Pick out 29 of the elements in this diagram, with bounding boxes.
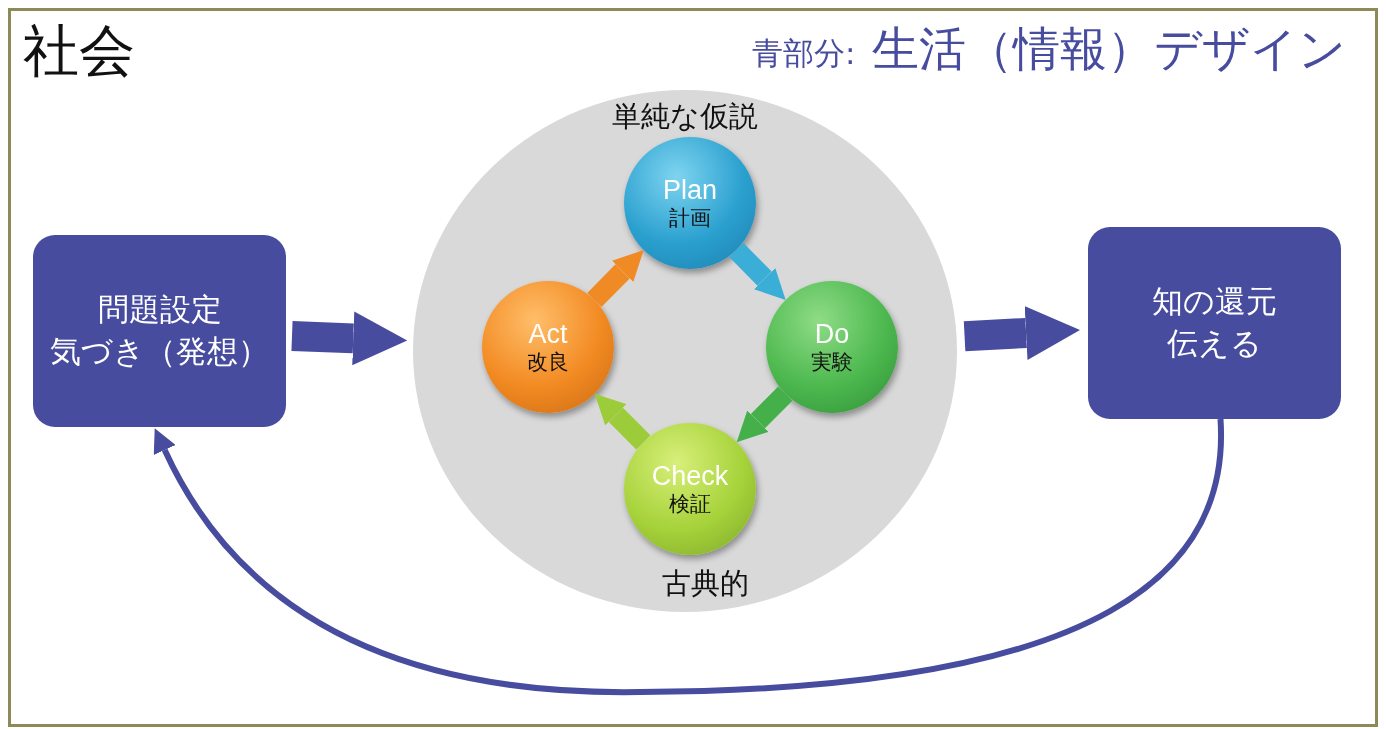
- cycle-step-circle: [766, 281, 898, 413]
- heading-text: 生活（情報）デザイン: [872, 22, 1346, 77]
- block-arrow: [291, 311, 408, 366]
- circle-caption: 単純な仮説: [612, 98, 758, 135]
- step-name: Check: [651, 460, 729, 492]
- outer-frame: [8, 8, 1378, 727]
- step-name: Act: [528, 318, 568, 350]
- box-text: 気づき（発想）: [50, 332, 269, 371]
- circle-caption: 古典的: [661, 565, 749, 602]
- process-box: [1088, 227, 1341, 419]
- heading-text: 青部分:: [752, 36, 856, 72]
- block-arrow: [594, 393, 651, 450]
- block-arrow: [587, 250, 644, 308]
- step-name: Plan: [662, 174, 717, 206]
- step-name: Do: [814, 318, 850, 350]
- step-label: 実験: [811, 349, 853, 376]
- box-text: 知の還元: [1152, 282, 1277, 322]
- process-box: [33, 235, 286, 427]
- box-text: 伝える: [1167, 324, 1262, 363]
- curved-arrow: [153, 418, 1224, 695]
- step-label: 改良: [527, 349, 569, 376]
- block-arrow: [963, 306, 1080, 360]
- block-arrow: [729, 242, 786, 300]
- cycle-step-circle: [624, 423, 756, 555]
- box-text: 問題設定: [97, 290, 222, 330]
- frame-title: 社会: [23, 17, 135, 85]
- step-label: 検証: [669, 491, 711, 518]
- block-arrow: [736, 386, 793, 443]
- step-label: 計画: [669, 205, 711, 232]
